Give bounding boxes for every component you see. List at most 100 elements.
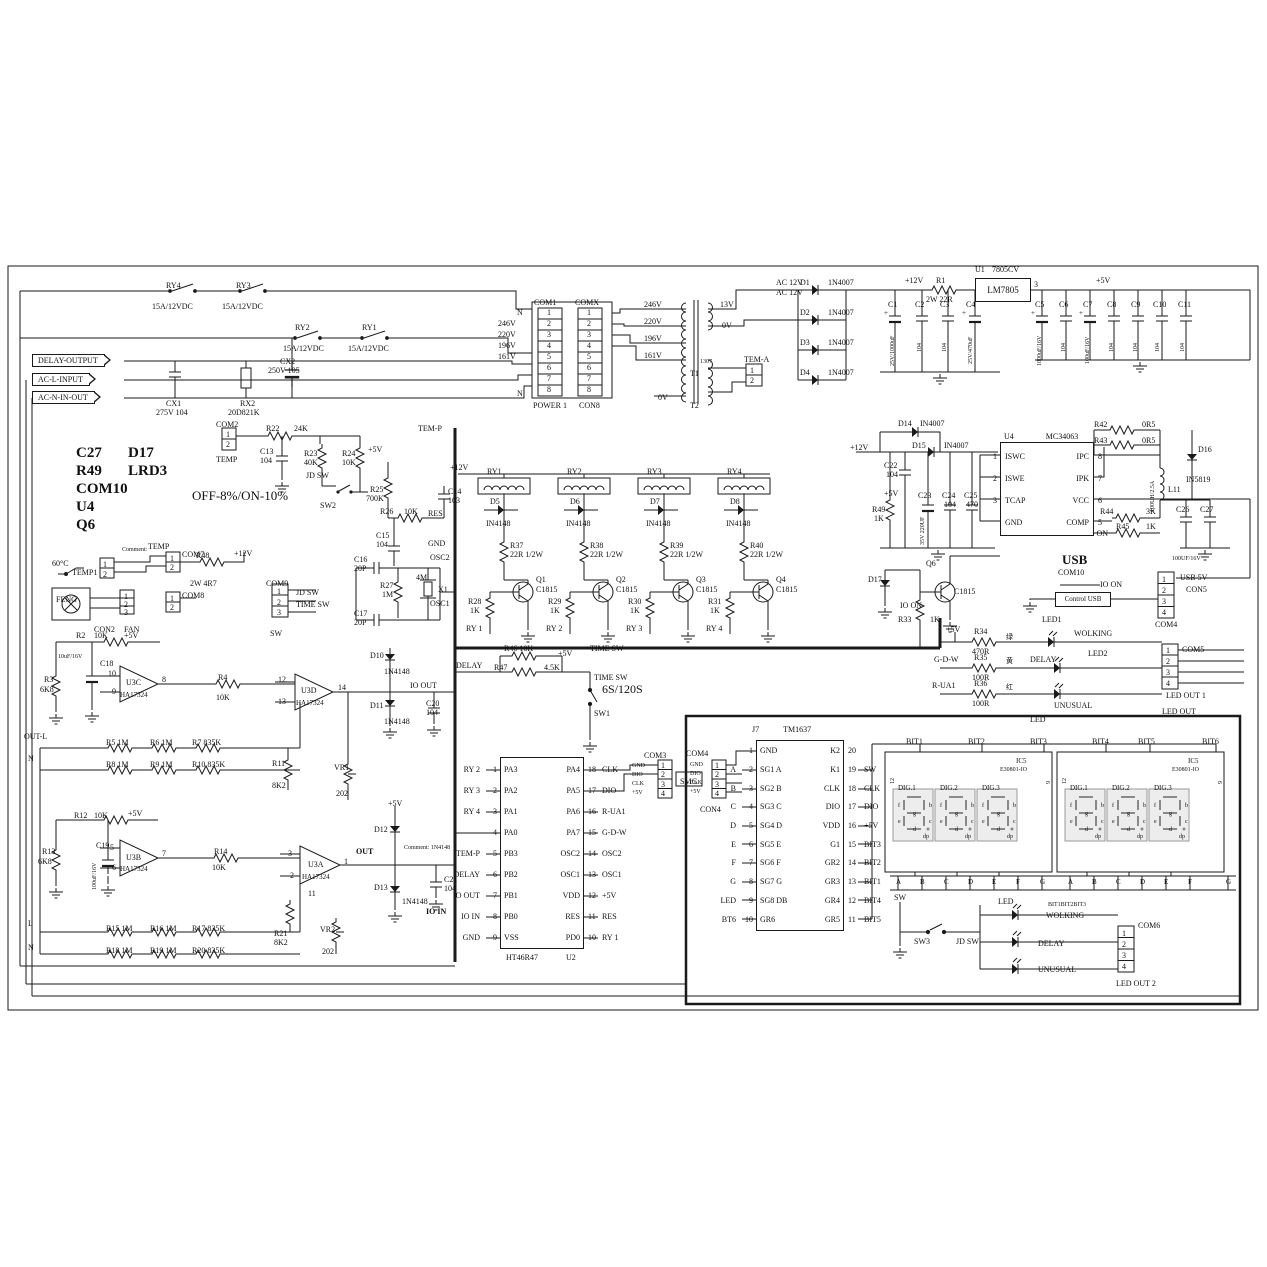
pin-num: 3 — [493, 806, 497, 816]
schematic-label: f — [1070, 803, 1072, 809]
schematic-label: R24 — [342, 449, 356, 458]
schematic-label: 20P — [354, 564, 367, 573]
schematic-label: 104 — [376, 540, 388, 549]
pin-name: PA6 — [566, 806, 581, 816]
schematic-label: d — [1085, 827, 1088, 833]
schematic-label: R2 — [76, 631, 86, 640]
schematic-label: 6 — [112, 863, 116, 872]
schematic-label: 1N4148 — [402, 897, 428, 906]
schematic-label: C1815 — [776, 585, 798, 594]
pin-num: 4 — [493, 827, 497, 837]
schematic-label: R38 — [590, 541, 604, 550]
schematic-label: AC 12V — [776, 278, 803, 287]
schematic-label: 0V — [722, 321, 732, 330]
schematic-label: +12V — [850, 443, 869, 452]
schematic-label: 5 — [547, 352, 551, 361]
schematic-label: BIT3 — [1030, 737, 1047, 746]
schematic-label: E30801-IO — [1172, 767, 1199, 773]
schematic-label: +5V — [690, 789, 701, 795]
schematic-label: 7 — [547, 374, 551, 383]
pin-num: 17 — [848, 802, 856, 812]
schematic-label: C14 — [448, 487, 462, 496]
schematic-label: 1N4007 — [828, 368, 854, 377]
ic-body — [1000, 442, 1094, 536]
schematic-label: BIT4 — [1092, 737, 1109, 746]
schematic-label: TEMP — [148, 542, 170, 551]
schematic-label: R21 — [274, 929, 288, 938]
schematic-label: 1 — [103, 560, 107, 569]
schematic-label: 1M — [382, 590, 394, 599]
pin-net: C — [730, 802, 736, 812]
schematic-label: B — [920, 878, 925, 886]
schematic-label: R5 1M — [106, 738, 129, 747]
schematic-label: GND — [428, 539, 446, 548]
pin-name: VSS — [504, 932, 519, 942]
schematic-label: CON2 — [94, 625, 115, 634]
pin-net: BIT3 — [864, 839, 881, 849]
schematic-label: A — [896, 878, 902, 886]
schematic-label: R12 — [74, 811, 88, 820]
schematic-label: 40K — [304, 458, 318, 467]
pin-num: 11 — [848, 914, 856, 924]
schematic-label: 246V — [498, 319, 516, 328]
schematic-label: dp — [923, 834, 929, 840]
schematic-label: f — [1154, 803, 1156, 809]
pin-net: +5V — [602, 890, 617, 900]
schematic-label: R20 835K — [192, 946, 226, 955]
net-tag-label: AC-L-INPUT — [38, 375, 83, 384]
schematic-label: d — [955, 827, 958, 833]
schematic-label: IO IN — [426, 907, 447, 916]
schematic-label: 5 — [587, 352, 591, 361]
chip-label: LM7805 — [987, 285, 1019, 295]
pin-num: 7 — [493, 890, 497, 900]
schematic-label: 10K — [94, 811, 108, 820]
schematic-label: 2 — [750, 376, 754, 385]
schematic-label: 14 — [338, 683, 346, 692]
schematic-label: DIO — [690, 771, 701, 777]
pin-name: SG1 A — [760, 765, 782, 775]
schematic-label: 1 — [226, 430, 230, 439]
schematic-label: COM7 — [182, 550, 205, 559]
schematic-label: D14 — [898, 419, 912, 428]
schematic-label: 104 — [1180, 343, 1186, 352]
schematic-label: IC5 — [1188, 757, 1199, 765]
pin-net: +5V — [864, 821, 879, 831]
schematic-label: COM5 — [1182, 645, 1205, 654]
schematic-label: IO ON — [900, 601, 922, 610]
schematic-label: RY 3 — [626, 624, 643, 633]
pin-name: PA4 — [566, 764, 581, 774]
schematic-label: R28 — [468, 597, 482, 606]
pin-num: 7 — [749, 858, 753, 868]
pin-num: 12 — [588, 890, 596, 900]
schematic-label: R45 — [1116, 522, 1130, 531]
schematic-label: 15A/12VDC — [222, 302, 263, 311]
pin-net: BIT2 — [864, 858, 881, 868]
pin-num: 19 — [848, 765, 856, 775]
ic-part: HT46R47 — [506, 953, 538, 962]
schematic-label: dp — [1095, 834, 1101, 840]
schematic-label: 0R5 — [1142, 436, 1156, 445]
pin-name: VDD — [562, 890, 580, 900]
ic-u1-regulator: LM7805 — [975, 278, 1031, 302]
schematic-label: 1K — [874, 514, 884, 523]
schematic-label: IO OUT — [410, 681, 437, 690]
schematic-label: 2W 22R — [926, 295, 953, 304]
schematic-label: Q1 — [536, 575, 546, 584]
schematic-label: 100UF/16V — [1172, 556, 1201, 562]
schematic-label: 1 — [547, 308, 551, 317]
schematic-label: C1815 — [536, 585, 558, 594]
schematic-label: E — [992, 878, 997, 886]
schematic-label: 4 — [547, 341, 551, 350]
schematic-label: N — [28, 754, 34, 763]
